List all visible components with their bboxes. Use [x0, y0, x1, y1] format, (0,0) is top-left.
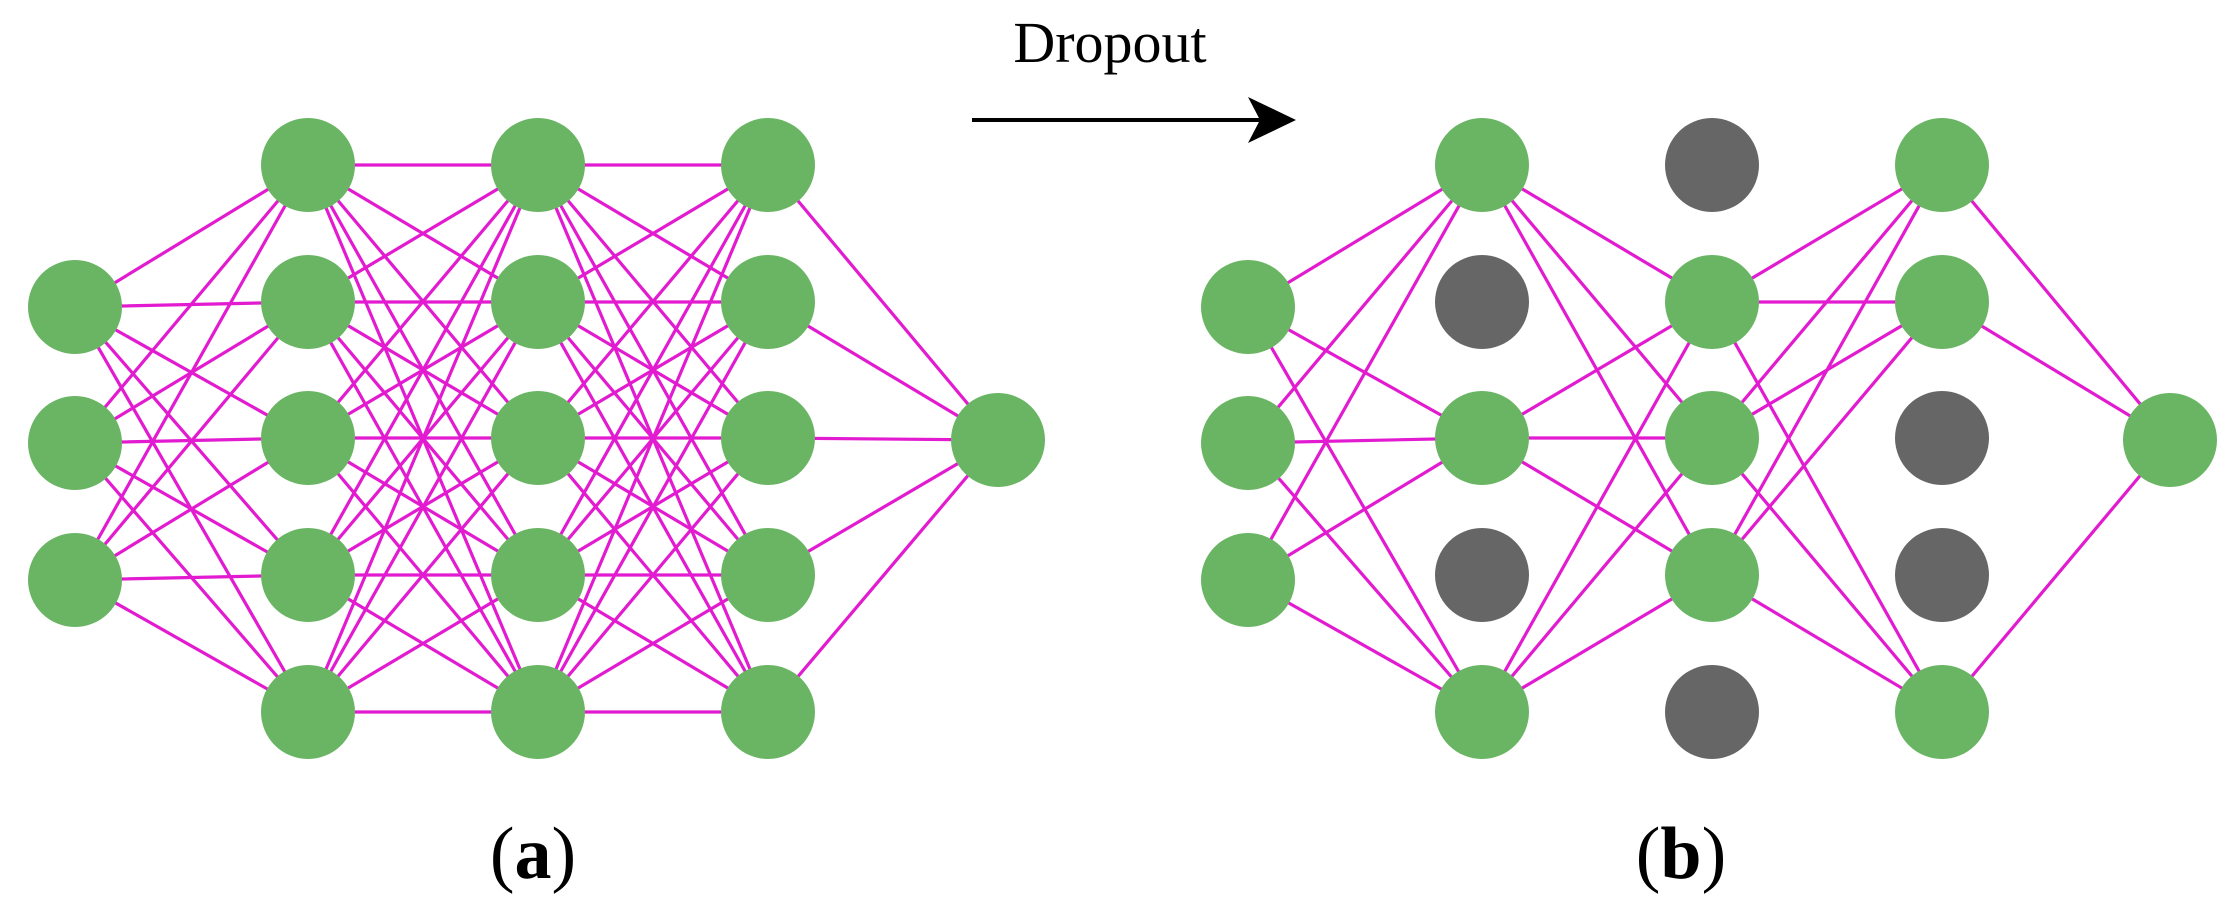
connection-line — [766, 163, 1000, 442]
active-neuron — [721, 391, 815, 485]
active-neuron — [491, 528, 585, 622]
connection-line — [1480, 163, 1714, 440]
active-neuron — [491, 255, 585, 349]
active-neuron — [1201, 533, 1295, 627]
active-neuron — [951, 393, 1045, 487]
active-neuron — [1201, 260, 1295, 354]
active-neuron — [28, 396, 122, 490]
dropout-label: Dropout — [1013, 10, 1206, 75]
active-neuron — [1895, 665, 1989, 759]
active-neuron — [721, 665, 815, 759]
dropout-arrow — [972, 97, 1296, 143]
active-neuron — [721, 255, 815, 349]
connection-line — [1246, 163, 1484, 445]
connection-line — [1710, 436, 1944, 714]
active-neuron — [2123, 393, 2217, 487]
dropped-neuron — [1435, 255, 1529, 349]
connection-line — [306, 163, 540, 577]
panel-a-caption: (a) — [490, 813, 576, 895]
active-neuron — [721, 528, 815, 622]
connection-line — [1710, 300, 1944, 577]
connection-line — [1246, 441, 1484, 714]
connection-line — [1480, 300, 1714, 714]
connection-line — [306, 163, 540, 714]
connection-line — [536, 163, 770, 440]
connection-line — [536, 436, 770, 714]
panel-a-full-network — [28, 118, 1045, 759]
connection-line — [1480, 436, 1714, 714]
connection-line — [73, 163, 310, 445]
active-neuron — [1895, 255, 1989, 349]
connection-line — [73, 300, 310, 582]
dropped-neuron — [1895, 528, 1989, 622]
active-neuron — [261, 665, 355, 759]
active-neuron — [1665, 391, 1759, 485]
connection-line — [1710, 163, 1944, 440]
connection-line — [766, 438, 1000, 714]
connection-line — [1940, 163, 2172, 442]
active-neuron — [491, 118, 585, 212]
dropped-neuron — [1665, 665, 1759, 759]
arrow-head — [1248, 97, 1296, 143]
active-neuron — [261, 118, 355, 212]
connection-line — [1710, 300, 1944, 714]
panel-b-dropout-network — [1201, 118, 2217, 759]
connection-line — [536, 300, 770, 714]
connection-line — [536, 163, 770, 577]
connection-line — [306, 436, 540, 714]
connection-line — [73, 163, 310, 582]
panel-b-caption: (b) — [1636, 813, 1726, 895]
panel-a-neurons — [28, 118, 1045, 759]
active-neuron — [721, 118, 815, 212]
active-neuron — [1665, 528, 1759, 622]
active-neuron — [1435, 118, 1529, 212]
connection-line — [306, 300, 540, 714]
active-neuron — [1435, 665, 1529, 759]
active-neuron — [1201, 396, 1295, 490]
active-neuron — [28, 260, 122, 354]
connection-line — [536, 163, 770, 714]
connection-line — [1940, 438, 2172, 714]
active-neuron — [261, 255, 355, 349]
dropped-neuron — [1895, 391, 1989, 485]
connection-line — [306, 163, 540, 440]
panel-b-neurons — [1201, 118, 2217, 759]
connection-line — [1246, 163, 1484, 582]
active-neuron — [1665, 255, 1759, 349]
active-neuron — [491, 391, 585, 485]
active-neuron — [261, 391, 355, 485]
dropped-neuron — [1435, 528, 1529, 622]
active-neuron — [261, 528, 355, 622]
connection-line — [1710, 163, 1944, 577]
active-neuron — [28, 533, 122, 627]
active-neuron — [1895, 118, 1989, 212]
dropped-neuron — [1665, 118, 1759, 212]
active-neuron — [1435, 391, 1529, 485]
active-neuron — [491, 665, 585, 759]
